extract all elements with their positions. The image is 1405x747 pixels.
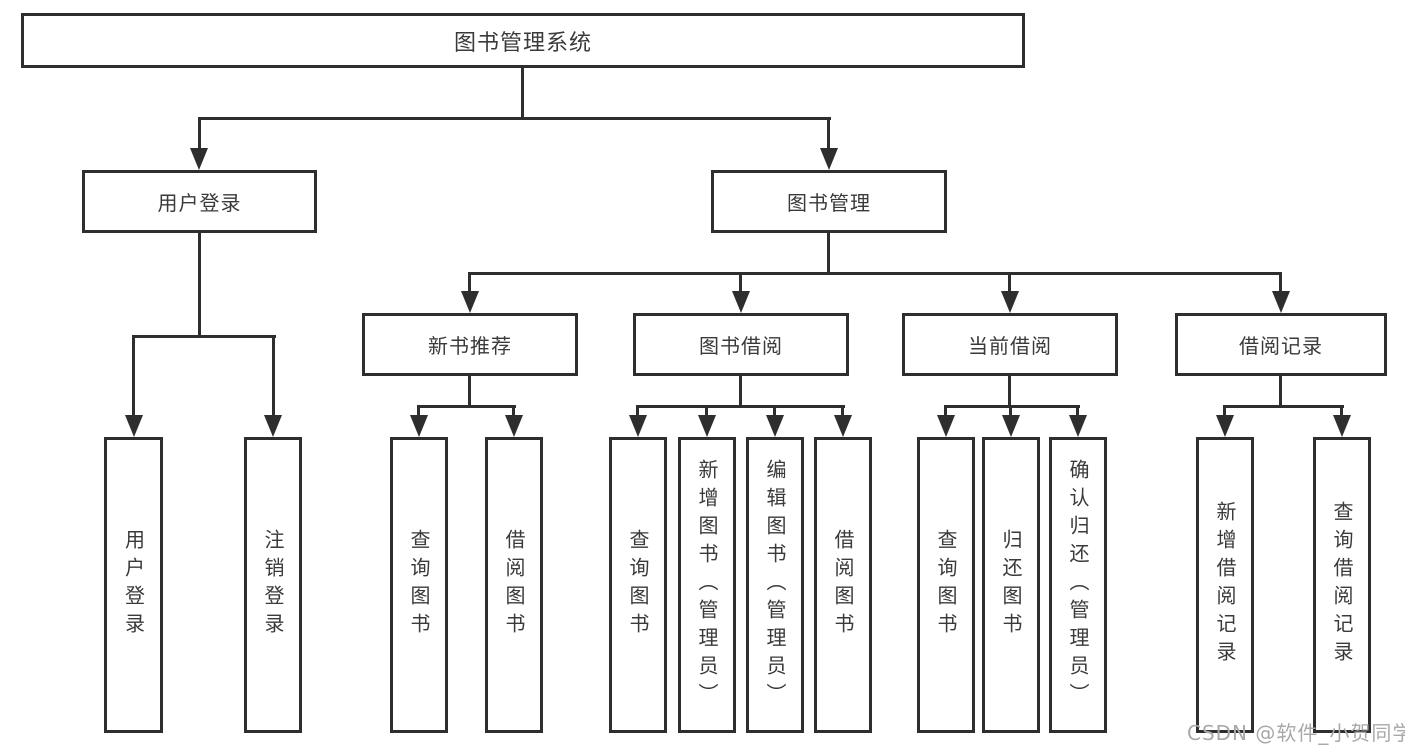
connector-line [1008, 272, 1011, 291]
connector-line [1076, 405, 1079, 415]
leaf-add-borrow-record: 新增借阅记录 [1196, 437, 1254, 733]
connector-line [1279, 376, 1282, 405]
leaf-query-books-borrow: 查询图书 [609, 437, 667, 733]
arrowhead-icon [125, 415, 143, 437]
leaf-confirm-return-admin: 确认归还（管理员） [1049, 437, 1107, 733]
node-borrowing-records: 借阅记录 [1175, 313, 1387, 376]
arrowhead-icon [629, 415, 647, 437]
arrowhead-icon [190, 148, 208, 170]
leaf-borrow-books-recommend: 借阅图书 [485, 437, 543, 733]
connector-line [705, 405, 708, 415]
leaf-query-books-current: 查询图书 [917, 437, 975, 733]
arrowhead-icon [1002, 415, 1020, 437]
arrowhead-icon [1001, 291, 1019, 313]
leaf-user-login: 用户登录 [104, 437, 163, 733]
node-user-login: 用户登录 [82, 170, 317, 233]
connector-line [468, 376, 471, 405]
arrowhead-icon [505, 415, 523, 437]
connector-line [773, 405, 776, 415]
connector-line [944, 405, 947, 415]
arrowhead-icon [1216, 415, 1234, 437]
connector-line [198, 117, 831, 120]
connector-line [1008, 376, 1011, 405]
csdn-watermark: CSDN @软件_小贺同学 [1187, 721, 1405, 745]
connector-line [521, 68, 524, 119]
node-new-book-recommendation: 新书推荐 [362, 313, 578, 376]
connector-line [636, 405, 845, 408]
node-library-management-system: 图书管理系统 [21, 13, 1025, 68]
leaf-query-books-recommend: 查询图书 [390, 437, 448, 733]
connector-line [1009, 405, 1012, 415]
leaf-return-books: 归还图书 [982, 437, 1040, 733]
leaf-logout: 注销登录 [244, 437, 302, 733]
leaf-edit-book-admin: 编辑图书（管理员） [746, 437, 804, 733]
connector-line [739, 272, 742, 291]
connector-line [1223, 405, 1344, 408]
connector-line [468, 272, 1282, 275]
arrowhead-icon [766, 415, 784, 437]
arrowhead-icon [820, 148, 838, 170]
arrowhead-icon [461, 291, 479, 313]
leaf-add-book-admin: 新增图书（管理员） [678, 437, 736, 733]
arrowhead-icon [1333, 415, 1351, 437]
connector-line [1279, 272, 1282, 291]
connector-line [468, 272, 471, 291]
arrowhead-icon [1069, 415, 1087, 437]
connector-line [272, 335, 275, 415]
connector-line [1340, 405, 1343, 415]
connector-line [827, 119, 830, 148]
connector-line [841, 405, 844, 415]
arrowhead-icon [410, 415, 428, 437]
connector-line [198, 119, 201, 148]
arrowhead-icon [1272, 291, 1290, 313]
connector-line [636, 405, 639, 415]
node-book-management: 图书管理 [711, 170, 947, 233]
arrowhead-icon [264, 415, 282, 437]
leaf-query-borrow-record: 查询借阅记录 [1313, 437, 1371, 733]
connector-line [827, 233, 830, 272]
connector-line [512, 405, 515, 415]
connector-line [132, 335, 276, 338]
connector-line [417, 405, 516, 408]
connector-line [198, 233, 201, 335]
connector-line [132, 335, 135, 415]
arrowhead-icon [937, 415, 955, 437]
connector-line [417, 405, 420, 415]
connector-line [1223, 405, 1226, 415]
connector-line [739, 376, 742, 405]
node-current-borrowing: 当前借阅 [902, 313, 1118, 376]
node-book-borrowing: 图书借阅 [633, 313, 849, 376]
arrowhead-icon [698, 415, 716, 437]
leaf-borrow-books: 借阅图书 [814, 437, 872, 733]
arrowhead-icon [732, 291, 750, 313]
connector-line [944, 405, 1080, 408]
arrowhead-icon [834, 415, 852, 437]
